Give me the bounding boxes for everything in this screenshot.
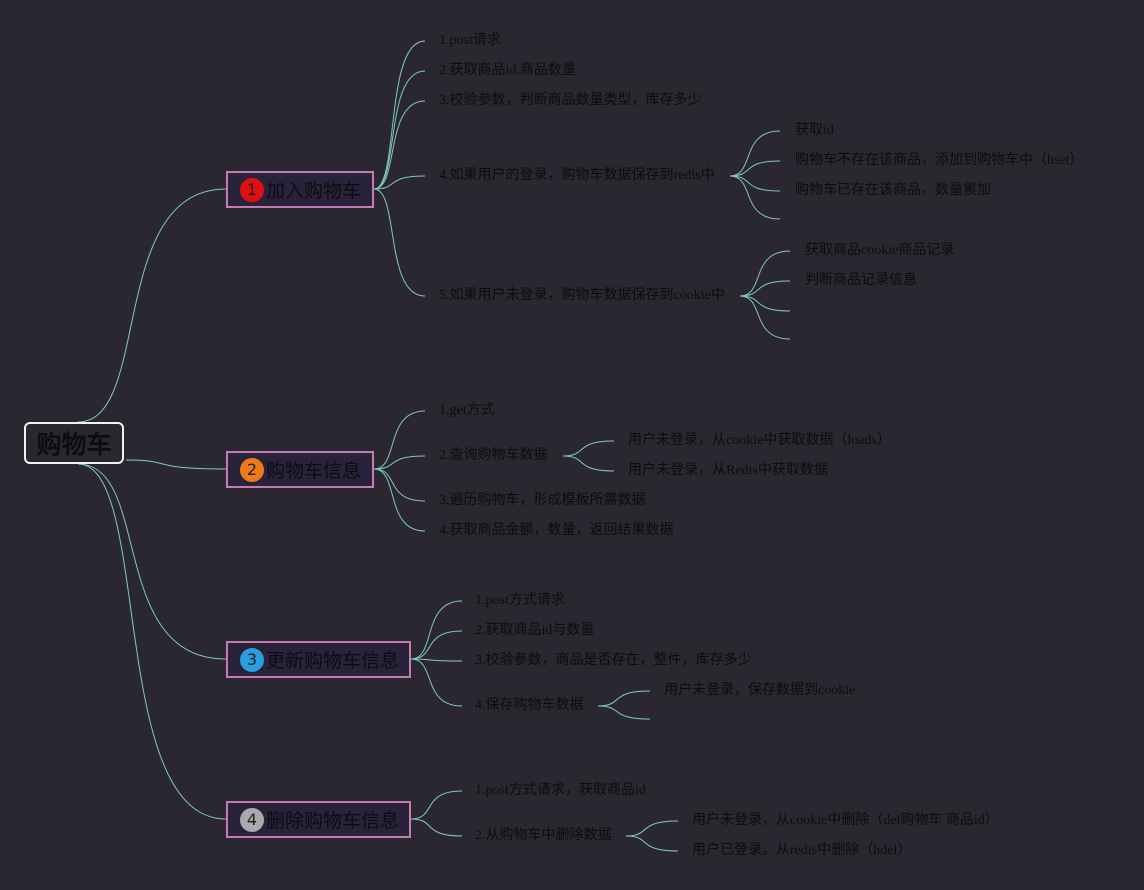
connector-line (562, 455, 615, 472)
branch-label: 更新购物车信息 (266, 650, 400, 672)
step-item[interactable]: 3.遍历购物车，形成模板所需数据 (439, 493, 646, 508)
priority-2-icon: 2 (240, 457, 264, 482)
connector-line (739, 250, 791, 297)
connector-line (373, 455, 426, 470)
branch-delete-cart[interactable]: 4 删除购物车信息 (226, 801, 411, 838)
connector-line (125, 459, 227, 470)
branch-label: 加入购物车 (266, 180, 362, 202)
substep-item[interactable]: 购物车不存在该商品，添加到购物车中（hset） (795, 153, 1084, 168)
connector-line (410, 658, 463, 707)
connector-line (373, 188, 426, 297)
connector-line (373, 410, 426, 470)
connector-line (373, 100, 426, 190)
priority-3-icon: 3 (240, 647, 264, 672)
branch-label: 删除购物车信息 (266, 810, 400, 832)
substep-item[interactable]: 用户未登录，从cookie中获取数据（loads） (628, 433, 891, 448)
branch-add-to-cart[interactable]: 1 加入购物车 (226, 171, 374, 208)
step-item[interactable]: 4.保存购物车数据 (475, 698, 584, 713)
step-item[interactable]: 5.如果用户未登录，购物车数据保存到cookie中 (439, 288, 725, 303)
connector-line (625, 835, 679, 852)
connector-line (77, 188, 227, 423)
connector-line (410, 818, 463, 837)
connector-line (739, 295, 791, 312)
connector-line (625, 820, 679, 837)
connector-line (410, 630, 463, 660)
substep-item[interactable]: 用户未登录，保存数据到cookie (664, 683, 856, 698)
connector-line (373, 468, 426, 532)
root-label: 购物车 (36, 430, 112, 459)
connector-line (373, 175, 426, 190)
step-item[interactable]: 2.获取商品id与数量 (475, 623, 595, 638)
connector-line (597, 705, 651, 720)
connector-line (373, 70, 426, 190)
priority-4-icon: 4 (240, 807, 264, 832)
step-item[interactable]: 1.post请求 (439, 33, 501, 48)
branch-update-cart[interactable]: 3 更新购物车信息 (226, 641, 411, 678)
connector-line (739, 280, 791, 297)
step-item[interactable]: 2.查询购物车数据 (439, 448, 548, 463)
connector-line (77, 463, 227, 660)
connector-line (729, 160, 781, 177)
substep-item[interactable]: 用户未登录，从cookie中删除（del购物车 商品id） (692, 813, 999, 828)
connector-line (410, 658, 463, 662)
connector-line (562, 440, 615, 457)
substep-item[interactable]: 用户未登录，从Redis中获取数据 (628, 463, 828, 478)
connector-line (597, 690, 651, 707)
connector-line (410, 790, 463, 820)
step-item[interactable]: 3.校验参数，判断商品数量类型，库存多少 (439, 93, 702, 108)
substep-item[interactable]: 用户已登录。从redis中删除（hdel） (692, 843, 912, 858)
connector-line (410, 600, 463, 660)
step-item[interactable]: 1.get方式 (439, 403, 495, 418)
step-item[interactable]: 3.校验参数，商品是否存在，整件，库存多少 (475, 653, 752, 668)
branch-cart-info[interactable]: 2 购物车信息 (226, 451, 374, 488)
connector-line (739, 295, 791, 340)
connector-line (729, 130, 781, 177)
connector-line (729, 175, 781, 220)
priority-1-icon: 1 (240, 177, 264, 202)
substep-item[interactable]: 判断商品记录信息 (805, 273, 917, 288)
connector-line (373, 468, 426, 502)
connector-line (77, 463, 227, 820)
step-item[interactable]: 4.获取商品金额，数量，返回结果数据 (439, 523, 674, 538)
step-item[interactable]: 1.post方式请求，获取商品id (475, 783, 646, 798)
step-item[interactable]: 4.如果用户的登录，购物车数据保存到redis中 (439, 168, 715, 183)
connector-line (373, 40, 426, 190)
connector-line (729, 175, 781, 192)
substep-item[interactable]: 获取id (795, 123, 834, 138)
root-node[interactable]: 购物车 (24, 422, 124, 464)
substep-item[interactable]: 购物车已存在该商品，数量累加 (795, 183, 991, 198)
step-item[interactable]: 2.获取商品id,商品数量 (439, 63, 576, 78)
step-item[interactable]: 2.从购物车中删除数据 (475, 828, 612, 843)
branch-label: 购物车信息 (266, 460, 362, 482)
step-item[interactable]: 1.post方式请求 (475, 593, 565, 608)
substep-item[interactable]: 获取商品cookie商品记录 (805, 243, 955, 258)
